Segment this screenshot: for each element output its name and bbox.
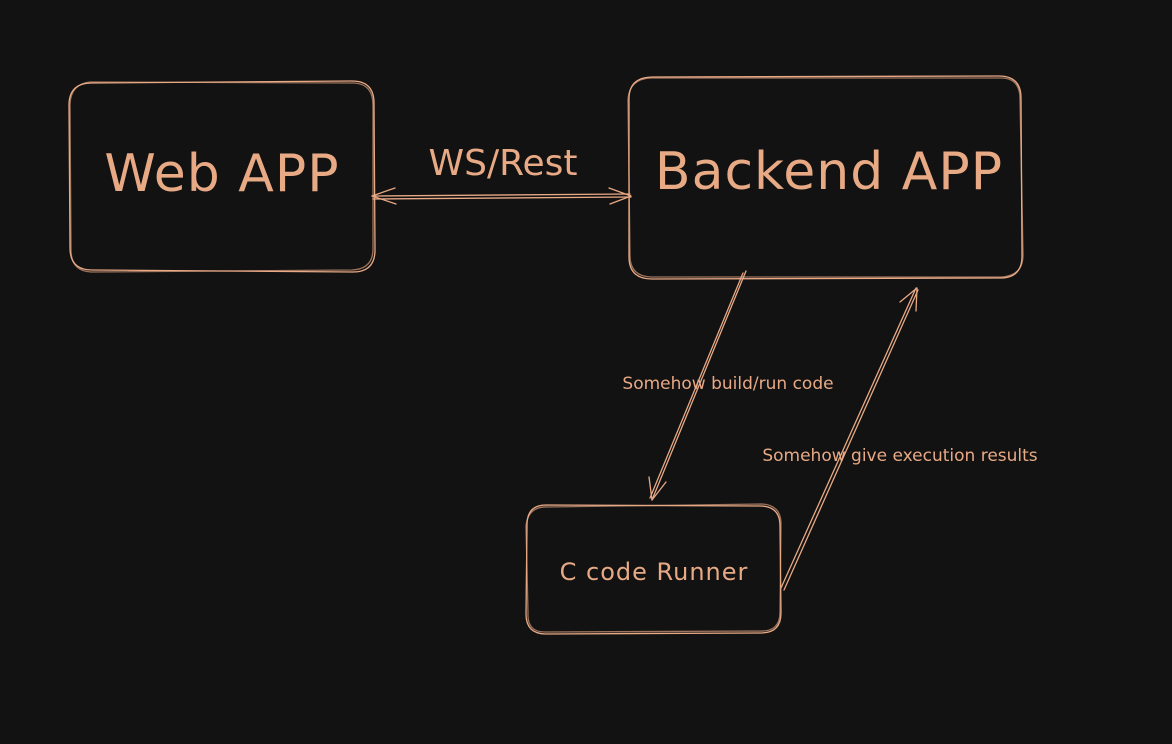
node-c-code-runner[interactable]: C code Runner [525, 503, 782, 635]
node-web-app-label: Web APP [104, 144, 339, 204]
node-backend-app[interactable]: Backend APP [627, 75, 1024, 280]
node-c-code-runner-label: C code Runner [560, 558, 749, 586]
arrowhead-down-icon [648, 476, 667, 501]
edge-web-backend[interactable]: WS/Rest [371, 143, 632, 205]
node-backend-app-label: Backend APP [655, 142, 1003, 202]
edge-backend-to-runner-label: Somehow build/run code [622, 374, 833, 394]
arrowhead-right-icon [608, 187, 632, 205]
edge-runner-to-backend[interactable]: Somehow give execution results [762, 287, 1038, 591]
node-web-app[interactable]: Web APP [68, 80, 376, 273]
arrowhead-left-icon [371, 187, 397, 205]
edge-web-backend-label: WS/Rest [429, 143, 578, 184]
arrowhead-up-icon [899, 287, 918, 312]
edge-backend-to-runner[interactable]: Somehow build/run code [622, 270, 834, 501]
edge-runner-to-backend-label: Somehow give execution results [762, 446, 1037, 466]
